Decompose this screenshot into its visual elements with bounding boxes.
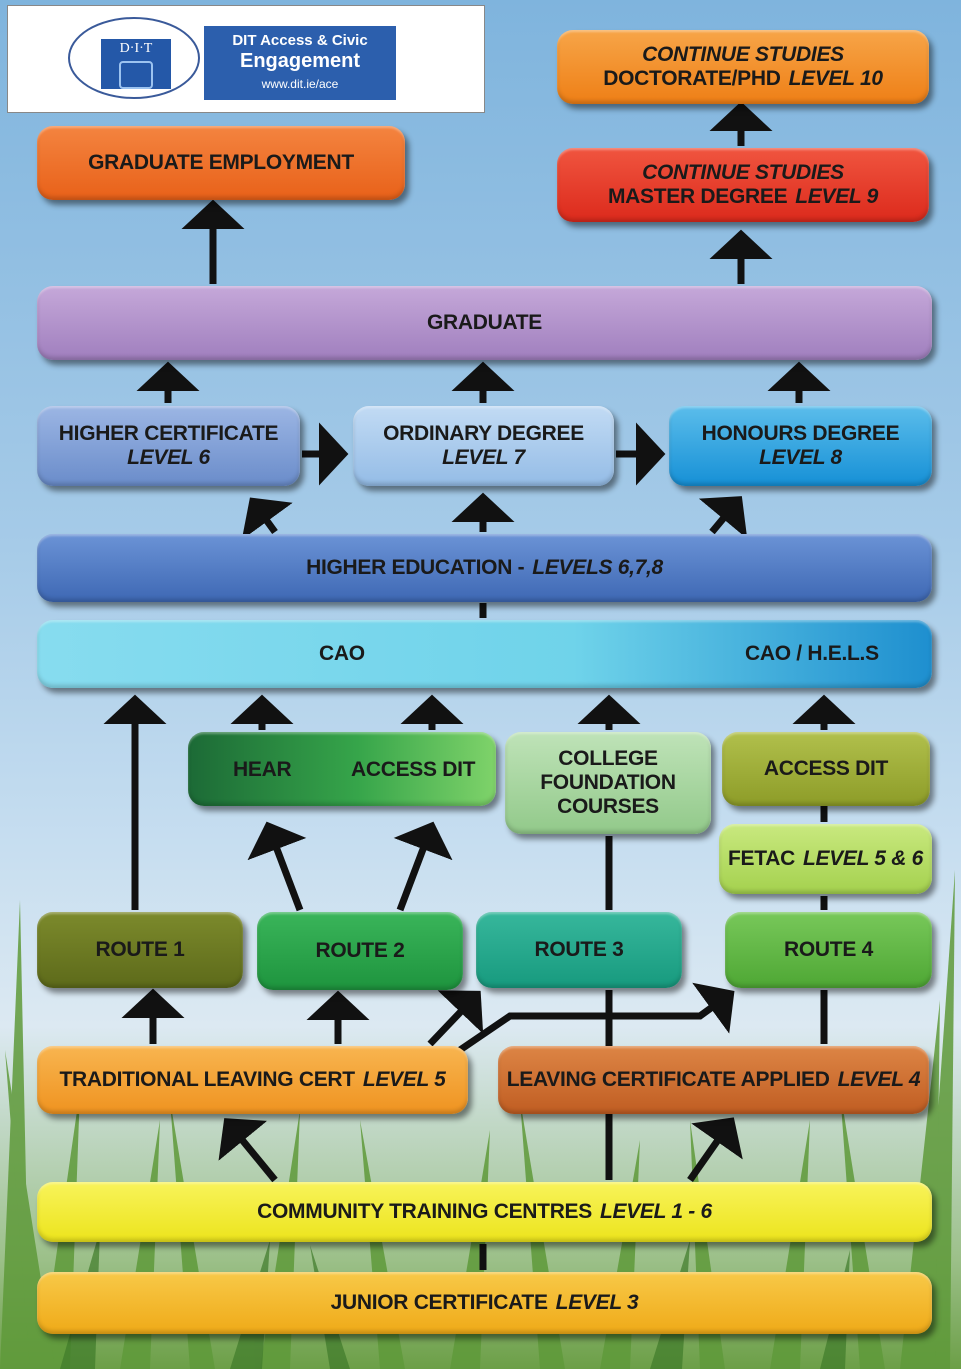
honours-degree-box: HONOURS DEGREE LEVEL 8 bbox=[669, 406, 932, 486]
honours-degree-line1: HONOURS DEGREE bbox=[701, 422, 900, 445]
graduate-box: GRADUATE bbox=[37, 286, 932, 360]
arrow-route2-to-hear bbox=[247, 821, 307, 912]
college-foundation-line2: FOUNDATION bbox=[540, 771, 676, 794]
arrow-tlc-to-route3 bbox=[427, 990, 484, 1047]
arrow-tlc-to-route4 bbox=[458, 982, 735, 1053]
leaving-cert-applied-level: LEVEL 4 bbox=[837, 1068, 921, 1091]
dit-crest: D·I·T bbox=[101, 39, 171, 89]
higher-education-level: LEVELS 6,7,8 bbox=[532, 556, 663, 579]
arrow-ctc-to-tlc bbox=[218, 1118, 278, 1183]
hear-access-dit-label: ACCESS DIT bbox=[351, 758, 476, 781]
logo-panel: DIT Access & Civic Engagement www.dit.ie… bbox=[204, 26, 396, 100]
fetac-label: FETAC bbox=[728, 847, 795, 870]
ordinary-degree-box: ORDINARY DEGREE LEVEL 7 bbox=[353, 406, 614, 486]
leaving-cert-applied-label: LEAVING CERTIFICATE APPLIED bbox=[506, 1068, 830, 1091]
fetac-box: FETAC LEVEL 5 & 6 bbox=[719, 824, 932, 894]
arrow-ctc-to-lca bbox=[687, 1117, 743, 1183]
master-box: CONTINUE STUDIES MASTER DEGREE LEVEL 9 bbox=[557, 148, 929, 222]
cao-box: CAO CAO / H.E.L.S bbox=[37, 620, 932, 688]
traditional-leaving-cert-box: TRADITIONAL LEAVING CERT LEVEL 5 bbox=[37, 1046, 468, 1114]
traditional-leaving-cert-level: LEVEL 5 bbox=[362, 1068, 446, 1091]
master-level: LEVEL 9 bbox=[795, 185, 878, 208]
higher-education-box: HIGHER EDUCATION - LEVELS 6,7,8 bbox=[37, 534, 932, 602]
seal-icon bbox=[68, 17, 200, 99]
junior-certificate-box: JUNIOR CERTIFICATE LEVEL 3 bbox=[37, 1272, 932, 1334]
route3-box: ROUTE 3 bbox=[476, 912, 682, 988]
logo-line1: DIT Access & Civic bbox=[232, 32, 368, 49]
master-label: MASTER DEGREE bbox=[607, 185, 788, 208]
higher-certificate-line1: HIGHER CERTIFICATE bbox=[58, 422, 279, 445]
crest-icon bbox=[119, 61, 153, 89]
doctorate-label: DOCTORATE/PHD bbox=[603, 67, 781, 90]
leaving-cert-applied-box: LEAVING CERTIFICATE APPLIED LEVEL 4 bbox=[498, 1046, 929, 1114]
community-training-level: LEVEL 1 - 6 bbox=[599, 1200, 712, 1223]
graduate-employment-box: GRADUATE EMPLOYMENT bbox=[37, 126, 405, 200]
college-foundation-line3: COURSES bbox=[557, 795, 659, 818]
logo-url: www.dit.ie/ace bbox=[261, 77, 339, 91]
honours-degree-level: LEVEL 8 bbox=[759, 446, 842, 469]
logo-line2: Engagement bbox=[239, 50, 361, 72]
arrow-he-to-hd bbox=[698, 496, 748, 539]
access-dit-box: ACCESS DIT bbox=[722, 732, 930, 806]
college-foundation-box: COLLEGE FOUNDATION COURSES bbox=[505, 732, 711, 834]
dit-logo: D·I·T DIT Access & Civic Engagement www.… bbox=[7, 5, 485, 113]
college-foundation-line1: COLLEGE bbox=[558, 747, 658, 770]
ordinary-degree-level: LEVEL 7 bbox=[442, 446, 525, 469]
hear-access-box: HEAR ACCESS DIT bbox=[188, 732, 496, 806]
logo-seal-text: D·I·T bbox=[119, 41, 153, 56]
route2-box: ROUTE 2 bbox=[257, 912, 463, 990]
higher-certificate-level: LEVEL 6 bbox=[127, 446, 210, 469]
master-line1: CONTINUE STUDIES bbox=[642, 161, 844, 184]
cao-hels-label: CAO / H.E.L.S bbox=[745, 642, 879, 665]
hear-label: HEAR bbox=[233, 758, 292, 781]
route4-label: ROUTE 4 bbox=[784, 938, 873, 961]
graduate-employment-label: GRADUATE EMPLOYMENT bbox=[88, 151, 354, 174]
higher-certificate-box: HIGHER CERTIFICATE LEVEL 6 bbox=[37, 406, 300, 486]
arrow-he-to-hc bbox=[241, 497, 293, 540]
arrow-route2-to-access bbox=[393, 821, 453, 912]
graduate-label: GRADUATE bbox=[426, 311, 543, 334]
doctorate-box: CONTINUE STUDIES DOCTORATE/PHD LEVEL 10 bbox=[557, 30, 929, 104]
route1-label: ROUTE 1 bbox=[95, 938, 185, 961]
higher-education-label: HIGHER EDUCATION - bbox=[306, 556, 525, 579]
traditional-leaving-cert-label: TRADITIONAL LEAVING CERT bbox=[59, 1068, 355, 1091]
ordinary-degree-line1: ORDINARY DEGREE bbox=[383, 422, 584, 445]
access-dit-label: ACCESS DIT bbox=[763, 757, 889, 780]
doctorate-line1: CONTINUE STUDIES bbox=[642, 43, 844, 66]
community-training-box: COMMUNITY TRAINING CENTRES LEVEL 1 - 6 bbox=[37, 1182, 932, 1242]
cao-label: CAO bbox=[319, 642, 365, 665]
community-training-label: COMMUNITY TRAINING CENTRES bbox=[257, 1200, 592, 1223]
route4-box: ROUTE 4 bbox=[725, 912, 932, 988]
junior-certificate-level: LEVEL 3 bbox=[555, 1291, 639, 1314]
route3-label: ROUTE 3 bbox=[534, 938, 624, 961]
route2-label: ROUTE 2 bbox=[315, 939, 405, 962]
route1-box: ROUTE 1 bbox=[37, 912, 243, 988]
doctorate-level: LEVEL 10 bbox=[788, 67, 883, 90]
junior-certificate-label: JUNIOR CERTIFICATE bbox=[330, 1291, 548, 1314]
fetac-level: LEVEL 5 & 6 bbox=[802, 847, 923, 870]
